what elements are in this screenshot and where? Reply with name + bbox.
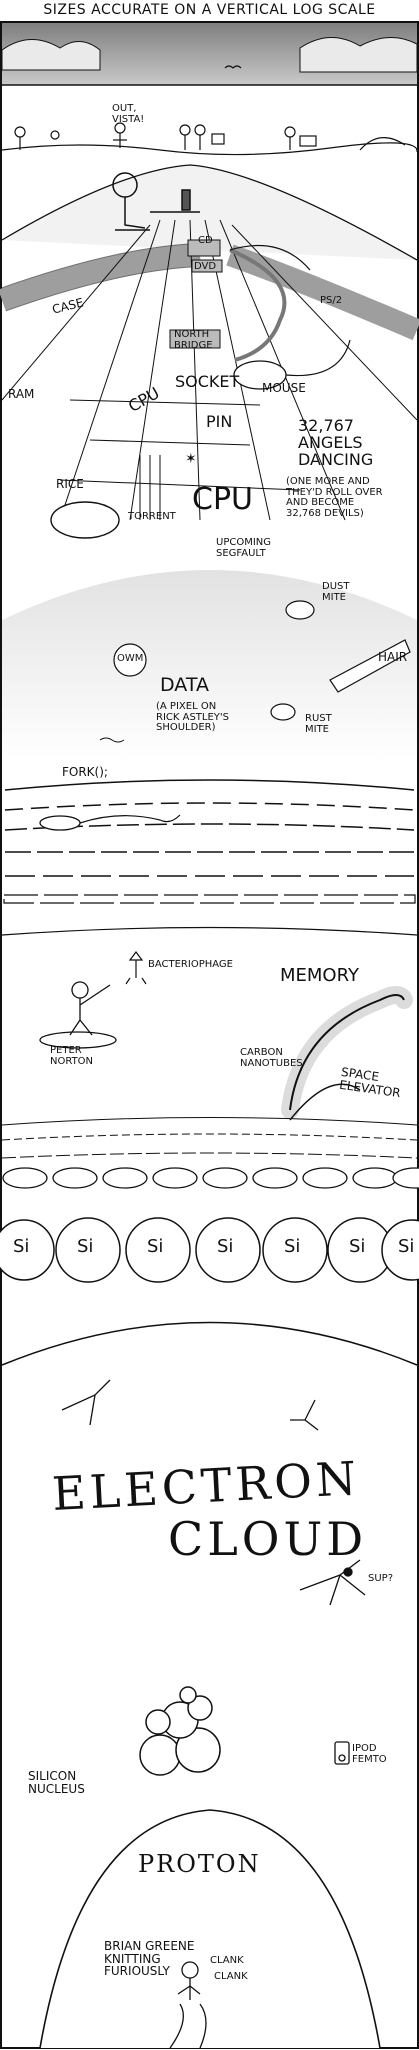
label-brian-greene: BRIAN GREENE KNITTING FURIOUSLY [104, 1939, 195, 1979]
label-owm: OWM [117, 653, 144, 664]
label-north-bridge: NORTH BRIDGE [174, 329, 213, 351]
brian-greene-figure [169, 1961, 207, 2049]
label-mouse: MOUSE [262, 381, 306, 395]
si-label-6: Si [349, 1236, 366, 1257]
label-memory: MEMORY [280, 965, 359, 986]
label-bacteriophage: BACTERIOPHAGE [148, 959, 233, 970]
ipod-icon [334, 1741, 350, 1765]
comic-title: SIZES ACCURATE ON A VERTICAL LOG SCALE [43, 2, 376, 18]
label-segfault: UPCOMING SEGFAULT [216, 537, 272, 559]
electron-icon [61, 1379, 366, 1606]
rust-mite-bug [270, 703, 296, 721]
label-ram: RAM [8, 387, 35, 401]
label-data: DATA [160, 674, 209, 696]
label-rick-astley: (A PIXEL ON RICK ASTLEY'S SHOULDER) [156, 701, 230, 733]
proton-arc [39, 1809, 381, 2049]
label-pin: PIN [206, 412, 233, 431]
dust-mite-bug [285, 600, 315, 620]
label-out-vista: OUT, VISTA! [112, 103, 145, 125]
si-label-2: Si [77, 1236, 94, 1257]
label-socket: SOCKET [175, 372, 240, 391]
label-devils: (ONE MORE AND THEY'D ROLL OVER AND BECOM… [286, 476, 383, 519]
label-fork: FORK(); [62, 765, 108, 779]
star-glyph-icon: ✶ [185, 451, 197, 467]
label-ps2: PS/2 [320, 295, 343, 306]
cloud-right [299, 37, 418, 73]
space-elevator-tube [289, 994, 405, 1111]
label-clank-2: CLANK [214, 1971, 248, 1982]
label-cpu: CPU [192, 482, 253, 517]
label-cd: CD [198, 235, 213, 246]
label-proton: PROTON [138, 1850, 261, 1878]
fork-layer [4, 779, 415, 877]
label-sup: SUP? [368, 1573, 394, 1584]
label-ipod-femto: IPOD FEMTO [352, 1743, 387, 1765]
label-silicon-nucleus: SILICON NUCLEUS [28, 1769, 85, 1796]
label-cloud: CLOUD [168, 1512, 368, 1566]
si-label-7: Si [398, 1236, 415, 1257]
si-label-5: Si [284, 1236, 301, 1257]
label-angels: 32,767 ANGELS DANCING [298, 416, 374, 469]
si-label-1: Si [13, 1236, 30, 1257]
si-label-4: Si [217, 1236, 234, 1257]
label-dvd: DVD [194, 261, 217, 272]
rice-grain [50, 501, 120, 539]
label-peter-norton: PETER NORTON [50, 1045, 94, 1067]
label-hair: HAIR [378, 650, 408, 664]
peter-norton-figure [39, 981, 117, 1049]
label-dust-mite: DUST MITE [322, 581, 350, 603]
si-lattice-small [2, 1167, 419, 1189]
bird-icon [224, 65, 242, 69]
label-torrent: TORRENT [128, 511, 176, 522]
cloud-left [1, 39, 101, 71]
label-clank-1: CLANK [210, 1955, 244, 1966]
si-label-3: Si [147, 1236, 164, 1257]
bacteriophage-figure [125, 951, 147, 985]
person-at-computer [112, 172, 200, 231]
pins [139, 455, 161, 520]
label-rust-mite: RUST MITE [305, 713, 332, 735]
si-atoms [0, 1217, 419, 1283]
people-top [14, 122, 406, 151]
hair-strand [329, 639, 411, 693]
label-rice: RICE [56, 477, 84, 491]
silicon-nucleus [139, 1686, 221, 1776]
label-carbon-nanotubes: CARBON NANOTUBES [240, 1047, 303, 1069]
